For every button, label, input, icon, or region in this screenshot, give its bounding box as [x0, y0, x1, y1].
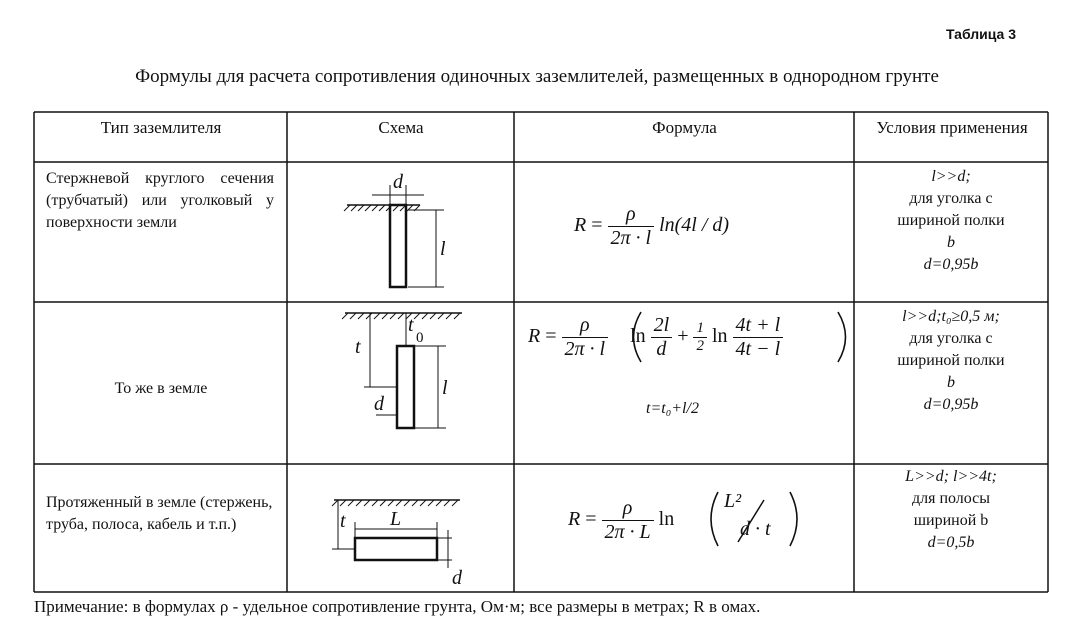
header-type: Тип заземлителя — [100, 118, 222, 137]
row2-frac3: 4t + l 4t − l — [732, 314, 784, 361]
row2-num: ρ — [561, 314, 609, 338]
row2-cond-4: b — [947, 374, 955, 391]
row3-ln: ln — [658, 508, 675, 531]
document-title: Формулы для расчета сопротивления одиноч… — [135, 66, 939, 87]
row2-ln1: ln — [630, 325, 646, 348]
row1-formula: R = ρ 2π · l ln(4l / d) — [574, 203, 729, 250]
row3-cond-2: для полосы — [911, 490, 991, 507]
row3-frac-num: L² — [724, 490, 742, 512]
row2-f3-den: 4t − l — [735, 338, 781, 360]
scheme2-label-t: t — [355, 336, 361, 358]
row1-main-fraction: ρ 2π · l — [607, 203, 655, 250]
row2-lhs: R — [528, 325, 541, 348]
row2-f1-den: d — [656, 338, 667, 360]
scheme1-label-d: d — [393, 171, 404, 193]
row1-eq: = — [591, 214, 603, 237]
scheme-strip-buried — [331, 499, 460, 568]
row1-lhs: R — [574, 214, 587, 237]
scheme2-label-l: l — [442, 377, 448, 399]
row2-f1-num: 2l — [650, 314, 673, 338]
scheme3-label-L: L — [389, 508, 401, 530]
row3-frac-den: d · t — [740, 518, 771, 540]
row2-plus: + — [677, 325, 689, 348]
row1-cond-2: для уголка с — [909, 190, 993, 207]
row2-formula: R = ρ 2π · l ln 2l d + 1 2 ln 4t + l 4t … — [528, 314, 784, 361]
row2-ln2: ln — [711, 325, 728, 348]
scheme2-label-d: d — [374, 393, 385, 415]
row1-cond-3: шириной полки — [897, 212, 1005, 229]
row1-num: ρ — [607, 203, 655, 227]
scheme-rod-surface — [343, 185, 444, 289]
row1-cond-4: b — [947, 234, 955, 251]
row3-cond-1: L>>d; l>>4t; — [905, 468, 997, 485]
row2-f2-num: 1 — [693, 320, 707, 338]
row1-den: 2π · l — [610, 227, 652, 249]
row2-cond-3: шириной полки — [897, 352, 1005, 369]
row3-eq: = — [585, 508, 597, 531]
row3-formula: R = ρ 2π · L ln — [568, 497, 674, 544]
header-scheme: Схема — [378, 118, 424, 137]
row3-num: ρ — [601, 497, 654, 521]
row3-main-fraction: ρ 2π · L — [601, 497, 654, 544]
scheme3-label-d: d — [452, 567, 463, 589]
scheme1-label-l: l — [440, 238, 446, 260]
row2-frac1: 2l d — [650, 314, 673, 361]
row3-den: 2π · L — [604, 521, 651, 543]
scheme3-label-t: t — [340, 510, 346, 532]
row2-f3-num: 4t + l — [732, 314, 784, 338]
scheme2-label-t0: t — [408, 314, 414, 336]
row3-type: Протяженный в земле (стержень, труба, по… — [46, 494, 273, 533]
table-number-label: Таблица 3 — [945, 26, 1016, 42]
row2-conditions: l>>d;t₀≥0,5 м; для уголка с шириной полк… — [856, 306, 1046, 416]
footnote: Примечание: в формулах ρ - удельное сопр… — [34, 597, 761, 616]
row3-conditions: L>>d; l>>4t; для полосы шириной b d=0,5b — [856, 466, 1046, 554]
row2-main-fraction: ρ 2π · l — [561, 314, 609, 361]
row1-cond-5: d=0,95b — [923, 256, 979, 273]
row2-type: То же в земле — [114, 380, 208, 397]
row3-lhs: R — [568, 508, 581, 531]
row1-tail: ln(4l / d) — [659, 214, 730, 237]
row2-frac2: 1 2 — [693, 320, 707, 355]
header-formula: Формула — [652, 118, 717, 137]
row2-eq: = — [545, 325, 557, 348]
row3-cond-4: d=0,5b — [927, 534, 975, 551]
row2-cond-1: l>>d;t₀≥0,5 м; — [902, 308, 1000, 325]
row2-cond-5: d=0,95b — [923, 396, 979, 413]
scheme2-label-t0-sub: 0 — [416, 330, 424, 346]
row2-f2-den: 2 — [696, 338, 704, 354]
row1-cond-1: l>>d; — [931, 168, 971, 185]
row2-cond-2: для уголка с — [909, 330, 993, 347]
header-conditions: Условия применения — [876, 118, 1028, 137]
row1-conditions: l>>d; для уголка с шириной полки b d=0,9… — [856, 166, 1046, 276]
row3-cond-3: шириной b — [913, 512, 989, 529]
scheme-rod-buried — [341, 312, 462, 430]
row2-den: 2π · l — [564, 338, 606, 360]
row2-extra-formula: t=t₀+l/2 — [646, 400, 699, 417]
row1-type: Стержневой круглого сечения (трубчатый) … — [46, 170, 274, 231]
